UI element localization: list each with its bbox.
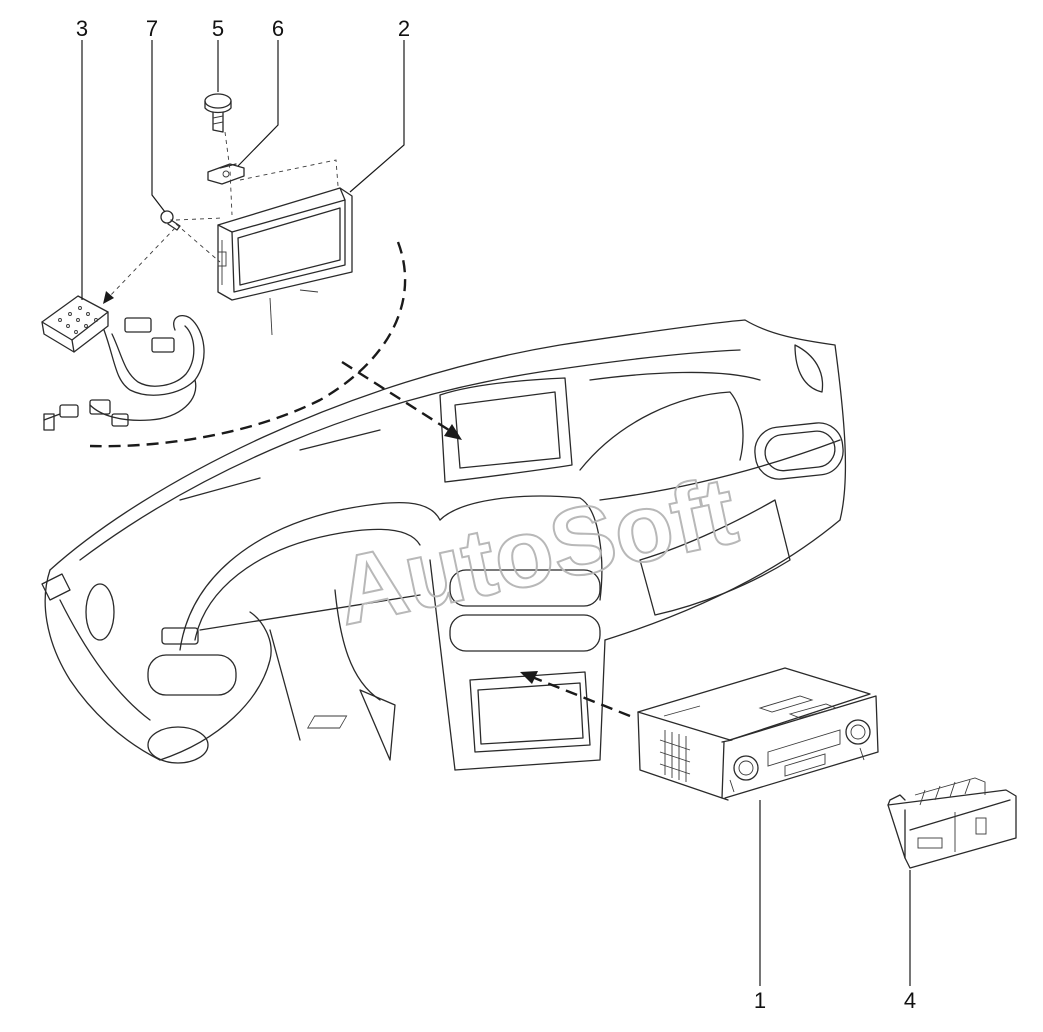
callout-5: 5 (212, 16, 224, 41)
part-1-radio-head-unit (306, 667, 879, 801)
part-4-control-switch (887, 777, 1017, 869)
part-5-screw (204, 93, 232, 133)
callout-leader-lines (81, 40, 911, 986)
part-2-display-unit (217, 187, 353, 336)
part-7-small-screw (160, 210, 181, 231)
part-3-antenna-harness (41, 295, 205, 431)
callout-6: 6 (272, 16, 284, 41)
part-6-bracket-clip (207, 163, 245, 185)
dashboard-outline (41, 319, 847, 771)
callout-7: 7 (146, 16, 158, 41)
installation-arrows (89, 131, 631, 718)
callout-3: 3 (76, 16, 88, 41)
callout-1: 1 (754, 988, 766, 1013)
autosoft-watermark: AutoSoft (327, 457, 746, 646)
callout-2: 2 (398, 16, 410, 41)
callout-4: 4 (904, 988, 916, 1013)
callout-numbers: 3 7 5 6 2 1 4 (76, 16, 916, 1013)
